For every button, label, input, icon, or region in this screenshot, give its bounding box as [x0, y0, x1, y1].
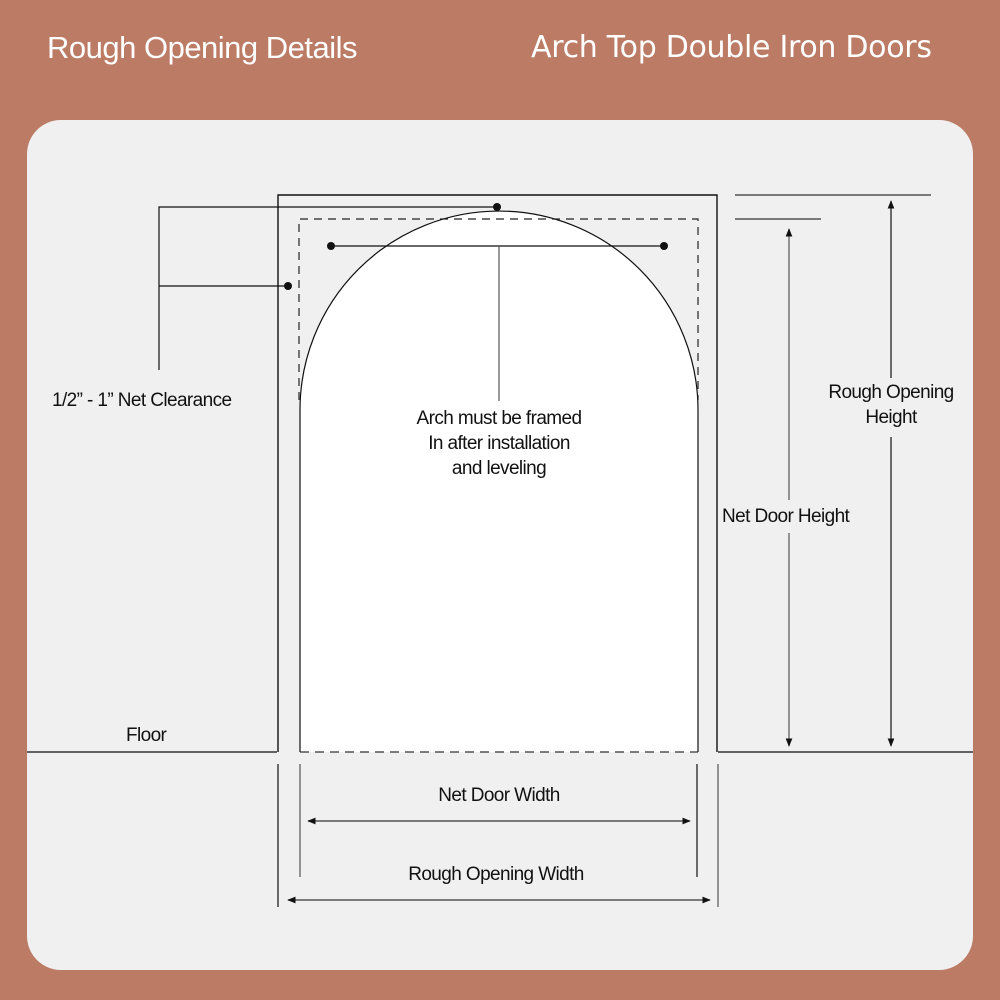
rough-opening-height-line-1: Rough Opening [828, 382, 954, 403]
rough-opening-height-line-2: Height [865, 407, 917, 428]
clearance-leader [158, 206, 497, 370]
arch-span-dot-right [660, 242, 668, 250]
rough-opening-frame [277, 194, 718, 752]
rough-opening-width-label: Rough Opening Width [408, 864, 584, 885]
arch-note-line-1: Arch must be framed [416, 408, 583, 429]
net-door-width-label: Net Door Width [438, 785, 560, 806]
arch-note-line-3: and leveling [451, 458, 547, 479]
arch-note-label: Arch must be framed In after installatio… [389, 406, 609, 481]
arch-note-line-2: In after installation [428, 433, 570, 454]
clearance-dashed-box [298, 218, 699, 400]
door-arch-outline [299, 210, 699, 752]
net-clearance-label: 1/2” - 1” Net Clearance [52, 390, 232, 411]
net-door-height-label: Net Door Height [722, 506, 850, 527]
leader-dot-side [284, 282, 292, 290]
rough-opening-height-label: Rough Opening Height [811, 380, 971, 430]
arch-span-dot-left [327, 242, 335, 250]
door-arch-shape [300, 211, 698, 752]
page-title-right: Arch Top Double Iron Doors [531, 30, 932, 65]
floor-label: Floor [126, 725, 167, 746]
page-title-left: Rough Opening Details [47, 30, 358, 65]
leader-dot-top [493, 203, 501, 211]
